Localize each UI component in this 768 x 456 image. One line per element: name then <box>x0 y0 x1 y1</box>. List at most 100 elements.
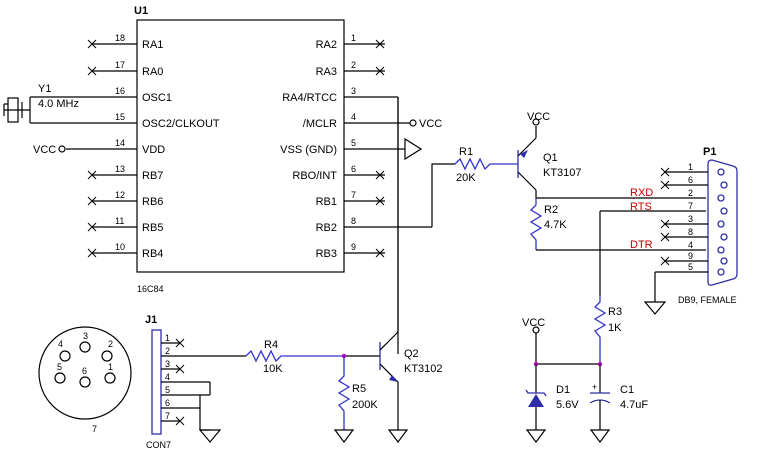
y1-ref: Y1 <box>38 83 51 95</box>
transistor-q1: VCC Q1 KT3107 <box>517 111 582 191</box>
connector-p1: P1 DB9, FEMALE <box>678 146 738 305</box>
p1-pin-num: 2 <box>688 188 693 198</box>
r4-ref: R4 <box>264 339 278 351</box>
din-hole-label: 5 <box>57 362 62 372</box>
din-hole-label: 2 <box>108 339 113 349</box>
u1-pin-name: RA3 <box>316 66 337 78</box>
j1-ref: J1 <box>145 314 157 326</box>
j1-pin-num: 4 <box>165 372 170 382</box>
din-connector: 4 3 2 5 1 6 7 <box>38 326 132 434</box>
u1-pin-name: RA4/RTCC <box>282 92 337 104</box>
u1-pin-name: OSC1 <box>142 92 172 104</box>
q1-ref: Q1 <box>543 152 558 164</box>
u1-pin-num: 8 <box>351 216 356 226</box>
u1-pin-num: 4 <box>351 112 356 122</box>
u1-pin-name: VDD <box>142 144 165 156</box>
p1-pin-num: 3 <box>688 214 693 224</box>
p1-pin-num: 4 <box>688 240 693 250</box>
u1-pin-num: 13 <box>115 164 125 174</box>
y1-value: 4.0 MHz <box>38 98 79 110</box>
vcc-vdd: VCC <box>33 144 66 156</box>
c1-ref: C1 <box>620 384 634 396</box>
resistor-r2: R2 4.7K <box>529 198 567 250</box>
u1-pin-name: RA2 <box>316 39 337 51</box>
p1-pin-num: 6 <box>688 175 693 185</box>
p1-pin-num: 8 <box>688 227 693 237</box>
q1-part: KT3107 <box>543 167 582 179</box>
j1-pin-num: 2 <box>165 346 170 356</box>
resistor-r4: R4 10K <box>245 339 344 375</box>
j1-pin-num: 3 <box>165 359 170 369</box>
d1-ref: D1 <box>556 384 570 396</box>
u1-pin-name: RB2 <box>316 222 337 234</box>
u1-pin-num: 9 <box>351 242 356 252</box>
u1-pin-name: RA0 <box>142 66 163 78</box>
r5-ref: R5 <box>352 383 366 395</box>
r2-ref: R2 <box>544 204 558 216</box>
resistor-r1: R1 20K <box>454 146 518 184</box>
u1-pin-name: RBO/INT <box>292 170 337 182</box>
vcc-label: VCC <box>33 144 56 156</box>
r5-value: 200K <box>352 399 378 411</box>
u1-pin-name: OSC2/CLKOUT <box>142 118 220 130</box>
u1-pin-num: 5 <box>351 138 356 148</box>
j1-pin-num: 1 <box>165 333 170 343</box>
u1-pin-name: RB4 <box>142 248 163 260</box>
r3-ref: R3 <box>608 306 622 318</box>
p1-pin-num: 7 <box>688 201 693 211</box>
u1-pin-name: RA1 <box>142 39 163 51</box>
u1-pin-name: RB6 <box>142 196 163 208</box>
u1-pin-num: 18 <box>115 33 125 43</box>
r1-value: 20K <box>456 172 476 184</box>
ground-c1 <box>589 429 611 443</box>
signal-rxd: RXD <box>630 187 653 199</box>
p1-pin-num: 9 <box>688 251 693 261</box>
u1-pin-name: RB3 <box>316 248 337 260</box>
crystal-y1: Y1 4.0 MHz <box>3 83 79 123</box>
u1-pin-name: /MCLR <box>303 118 337 130</box>
u1-pin-num: 6 <box>351 164 356 174</box>
resistor-r5: R5 200K <box>337 356 378 430</box>
u1-pin-name: RB1 <box>316 196 337 208</box>
r3-value: 1K <box>608 322 622 334</box>
u1-pin-num: 7 <box>351 190 356 200</box>
r2-value: 4.7K <box>544 219 567 231</box>
din-hole-label: 4 <box>58 339 63 349</box>
din-label: 7 <box>92 424 97 434</box>
p1-ref: P1 <box>703 146 716 158</box>
r4-value: 10K <box>263 363 283 375</box>
transistor-q2: Q2 KT3102 <box>379 331 443 430</box>
u1-chip: U1 16C84 18 17 16 15 14 13 <box>30 5 432 294</box>
c1-polarity: + <box>592 382 597 392</box>
p1-pin-num: 1 <box>688 162 693 172</box>
signal-rts: RTS <box>630 201 652 213</box>
q2-part: KT3102 <box>404 363 443 375</box>
u1-pin-num: 14 <box>115 138 125 148</box>
p1-pin-num: 5 <box>688 262 693 272</box>
r1-ref: R1 <box>459 146 473 158</box>
vcc-label: VCC <box>419 118 442 130</box>
u1-pin-num: 16 <box>115 86 125 96</box>
p1-part: DB9, FEMALE <box>678 295 737 305</box>
j1-pin-num: 6 <box>165 398 170 408</box>
u1-pin-num: 15 <box>115 112 125 122</box>
q2-ref: Q2 <box>404 348 419 360</box>
ground-d1 <box>525 429 547 443</box>
u1-pin-num: 3 <box>351 86 356 96</box>
ground-q2 <box>387 429 409 443</box>
u1-pin-name: RB7 <box>142 170 163 182</box>
u1-pin-num: 2 <box>351 60 356 70</box>
din-hole-label: 6 <box>82 366 87 376</box>
din-hole-label: 3 <box>83 331 88 341</box>
c1-value: 4.7uF <box>620 399 648 411</box>
u1-part: 16C84 <box>137 284 164 294</box>
zener-d1: D1 5.6V <box>525 364 579 430</box>
vcc-zener: VCC <box>522 317 545 364</box>
j1-pin-num: 5 <box>165 385 170 395</box>
j1-pin-num: 7 <box>165 411 170 421</box>
u1-pin-num: 1 <box>351 33 356 43</box>
vcc-label: VCC <box>527 111 550 123</box>
resistor-r3: R3 1K <box>593 296 622 364</box>
din-hole-label: 1 <box>108 362 113 372</box>
